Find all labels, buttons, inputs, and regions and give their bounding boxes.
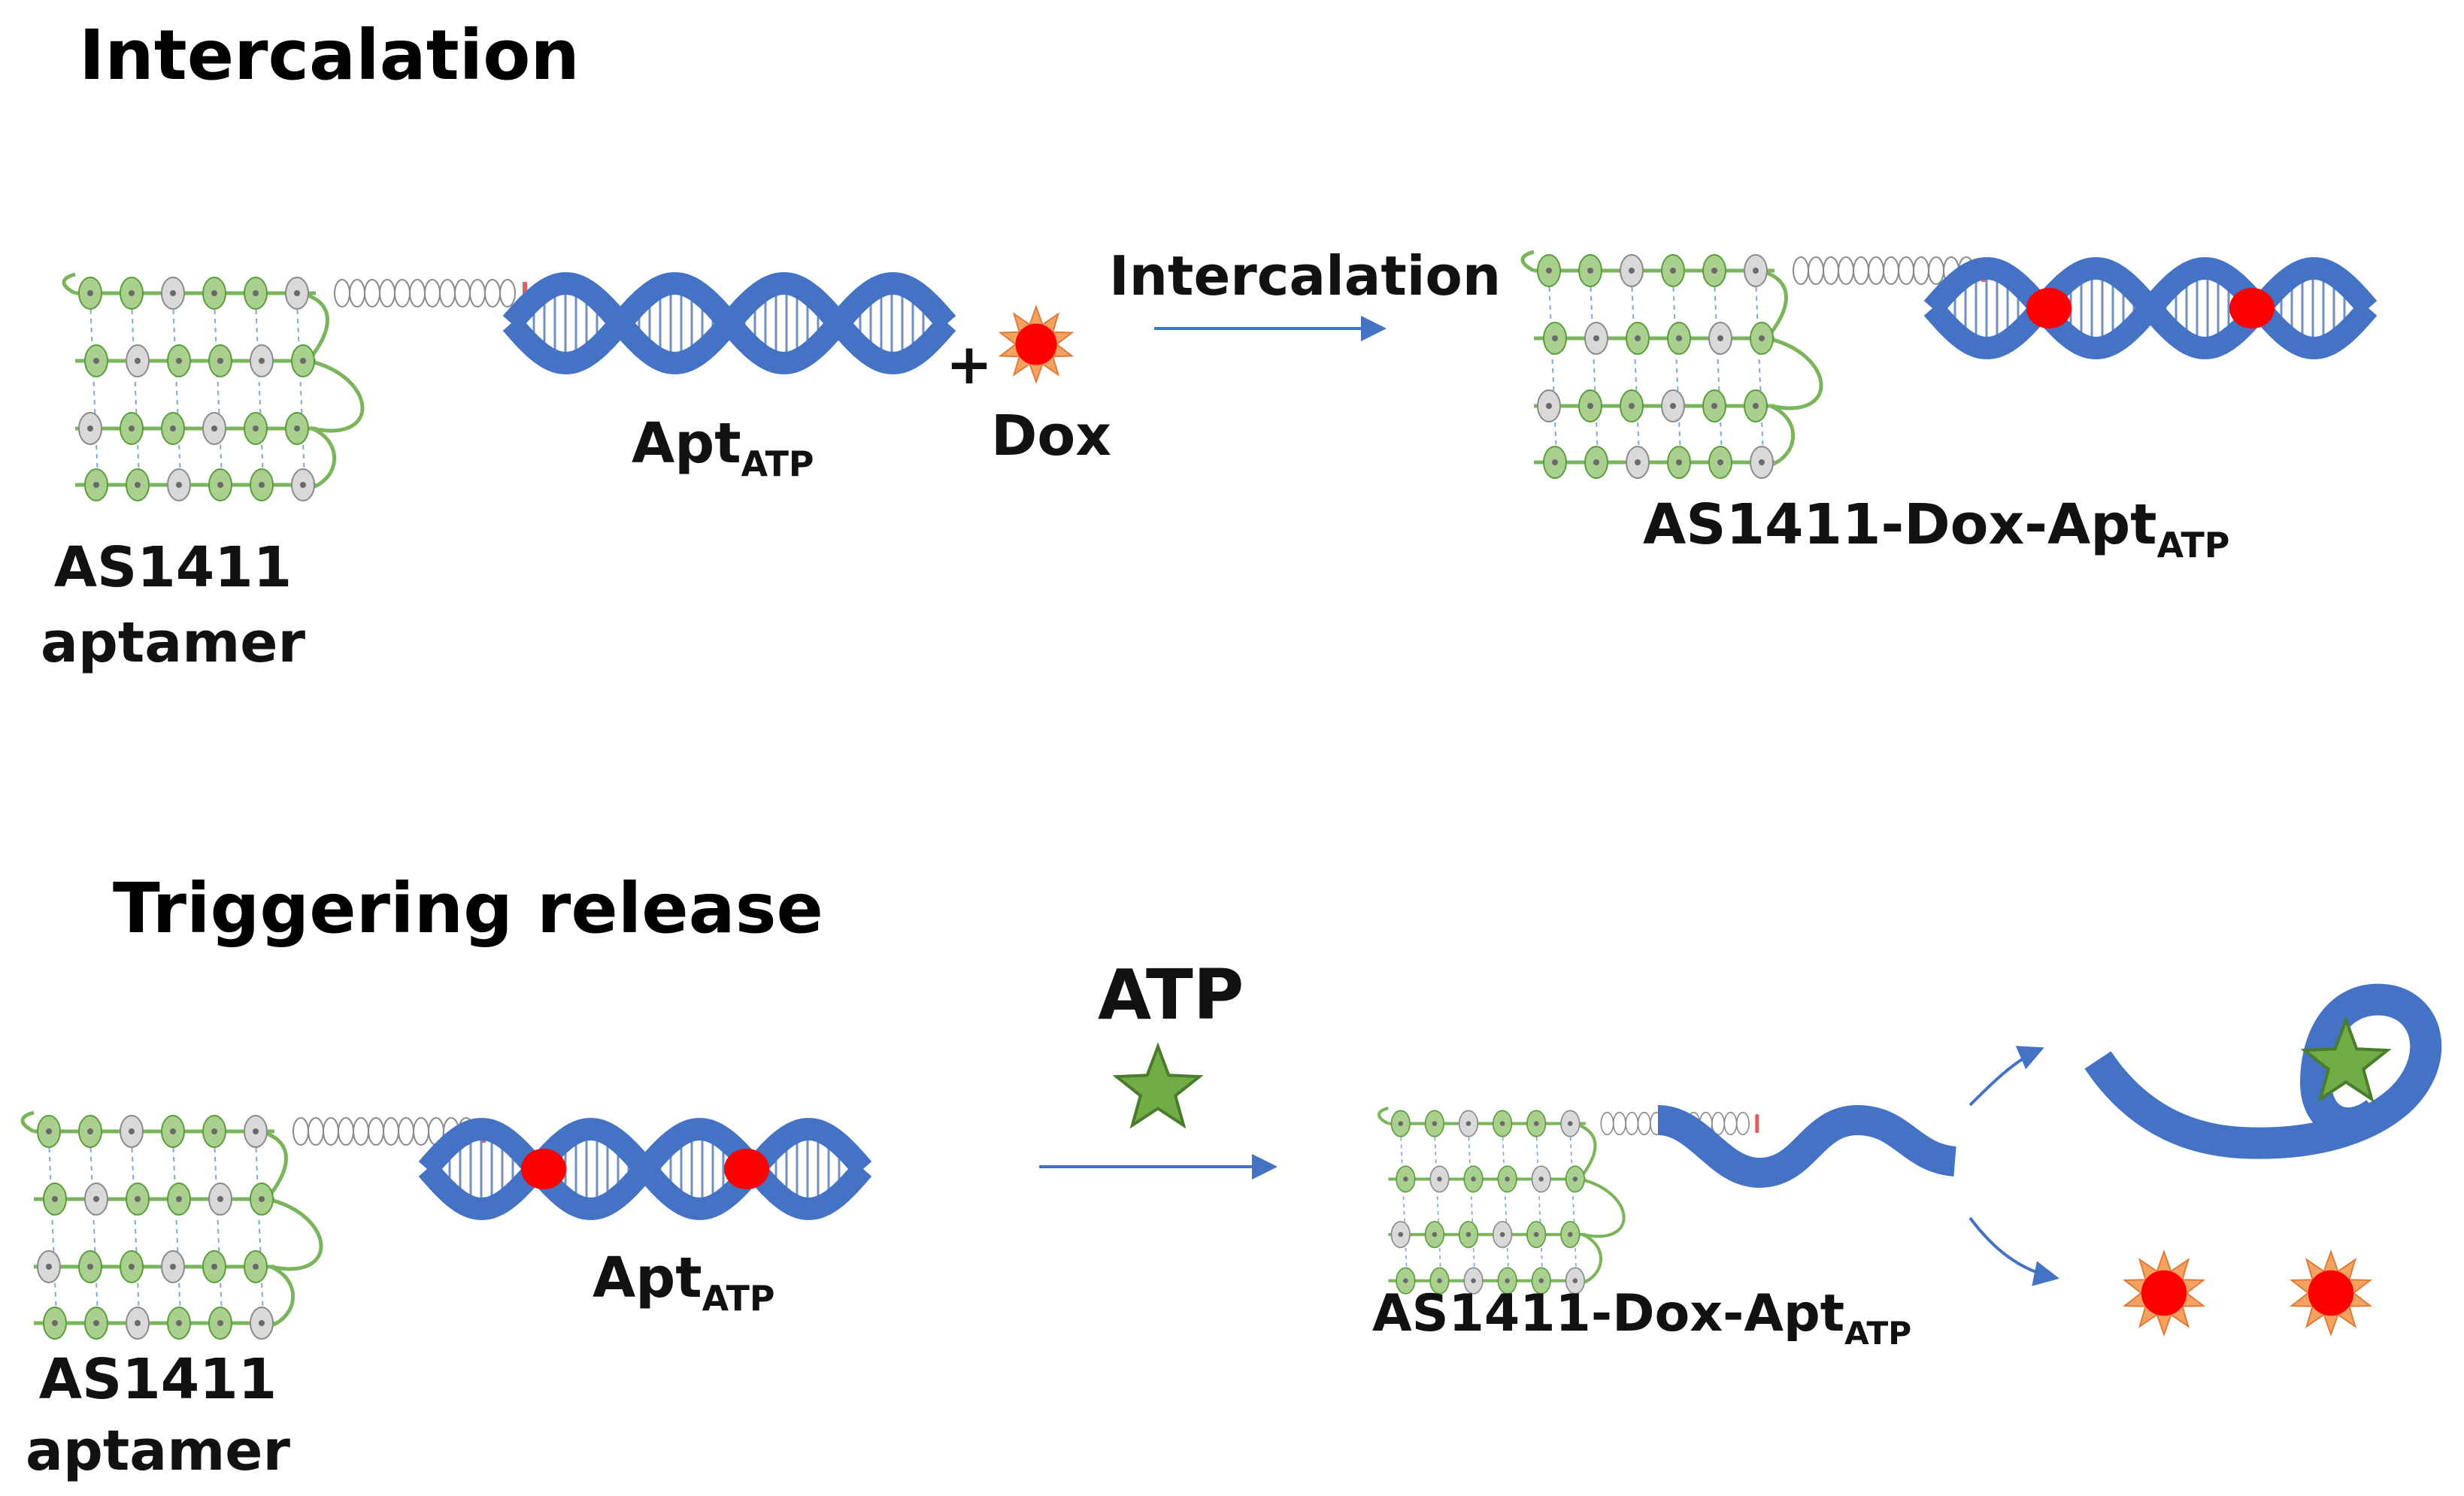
g-quadruplex-icon bbox=[1520, 250, 1986, 479]
intercalation-section: Intercalation AS1411 aptamer AptATP + Do… bbox=[41, 15, 2378, 675]
product-label: AS1411-Dox-AptATP bbox=[1643, 492, 2229, 565]
atp-star-icon bbox=[1112, 1042, 1204, 1129]
intercalation-heading: Intercalation bbox=[79, 15, 580, 95]
release-aptamer-structure bbox=[20, 1110, 486, 1340]
bound-atp-star-icon bbox=[2300, 1016, 2392, 1103]
apt-atp-duplex bbox=[502, 272, 956, 374]
release-product-label: AS1411-Dox-AptATP bbox=[1372, 1284, 1911, 1352]
dna-helix-icon bbox=[502, 272, 956, 374]
plus-sign: + bbox=[946, 332, 993, 397]
g-quadruplex-icon bbox=[62, 272, 527, 501]
folded-aptamer-loop bbox=[2084, 983, 2442, 1159]
branch-arrow-lower bbox=[1968, 1216, 2059, 1286]
intercalated-dox bbox=[521, 1149, 566, 1189]
release-duplex-with-dox bbox=[418, 1118, 872, 1220]
dox-starburst-icon bbox=[998, 304, 1074, 384]
intercalation-arrow-label: Intercalation bbox=[1109, 244, 1501, 307]
released-dox-icon-2 bbox=[2289, 1249, 2373, 1337]
released-aptamer-structure bbox=[1377, 1107, 1759, 1295]
intercalated-dox bbox=[2026, 288, 2072, 329]
branch-arrow-upper bbox=[1968, 1046, 2044, 1107]
g-quadruplex-icon bbox=[1377, 1107, 1759, 1295]
intercalated-dox bbox=[724, 1149, 769, 1189]
apt-atp-label: AptATP bbox=[632, 411, 814, 484]
as1411-label-line2: aptamer bbox=[41, 610, 306, 675]
released-dox-icon-1 bbox=[2122, 1249, 2206, 1337]
release-as1411-label-line1: AS1411 bbox=[39, 1347, 277, 1412]
product-aptamer-structure bbox=[1520, 250, 1986, 479]
g-quadruplex-icon bbox=[20, 1110, 486, 1340]
unwound-strand bbox=[1656, 1104, 1957, 1189]
as1411-aptamer-structure bbox=[62, 272, 527, 501]
dox-label: Dox bbox=[991, 404, 1111, 468]
release-section: Triggering release AS1411 aptamer AptATP… bbox=[20, 868, 2442, 1483]
dna-helix-icon bbox=[1923, 257, 2378, 359]
intercalated-dox bbox=[2229, 288, 2275, 329]
as1411-label-line1: AS1411 bbox=[54, 535, 292, 600]
release-as1411-label-line2: aptamer bbox=[26, 1419, 291, 1483]
dna-helix-icon bbox=[418, 1118, 872, 1220]
atp-arrow-label: ATP bbox=[1098, 955, 1244, 1035]
product-duplex-with-dox bbox=[1923, 257, 2378, 359]
release-apt-atp-label: AptATP bbox=[593, 1246, 774, 1319]
release-heading: Triggering release bbox=[113, 868, 823, 949]
